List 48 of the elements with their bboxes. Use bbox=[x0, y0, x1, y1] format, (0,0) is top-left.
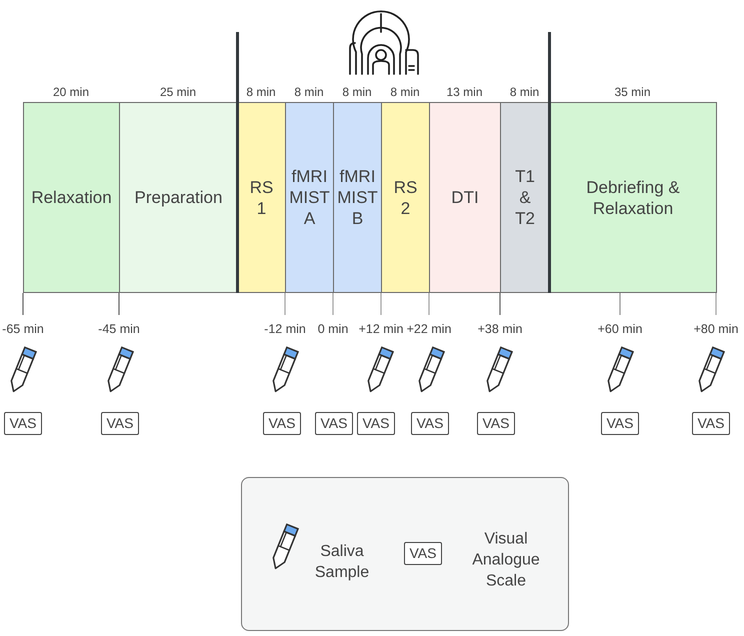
timeline-segment bbox=[237, 102, 286, 293]
vas-marker: VAS bbox=[404, 542, 442, 565]
time-label: +22 min bbox=[406, 322, 452, 337]
duration-label: 8 min bbox=[390, 85, 420, 99]
segment-label: RS 1 bbox=[248, 176, 274, 218]
vas-marker: VAS bbox=[315, 412, 353, 435]
duration-label: 8 min bbox=[246, 85, 276, 99]
segment-label: RS 2 bbox=[392, 176, 418, 218]
segment-label: Relaxation bbox=[31, 187, 112, 208]
legend-label: Visual Analogue Scale bbox=[471, 530, 541, 592]
segment-label: Debriefing & Relaxation bbox=[585, 176, 681, 218]
time-label: 0 min bbox=[318, 322, 348, 337]
timeline-segment bbox=[549, 102, 717, 293]
duration-label: 25 min bbox=[160, 85, 196, 99]
duration-label: 35 min bbox=[614, 85, 651, 99]
vas-marker: VAS bbox=[101, 412, 139, 435]
vas-marker: VAS bbox=[411, 412, 449, 435]
vas-marker: VAS bbox=[263, 412, 301, 435]
timeline-segment bbox=[285, 102, 334, 293]
segment-label: DTI bbox=[451, 187, 479, 208]
time-label: -12 min bbox=[264, 322, 306, 337]
vas-marker: VAS bbox=[477, 412, 515, 435]
timeline-segment bbox=[429, 102, 501, 293]
legend-label: Saliva Sample bbox=[314, 542, 370, 583]
vas-marker: VAS bbox=[4, 412, 42, 435]
segment-label: T1 & T2 bbox=[514, 166, 536, 229]
duration-label: 8 min bbox=[294, 85, 324, 99]
segment-label: fMRI MIST A bbox=[288, 166, 331, 229]
time-label: +80 min bbox=[694, 322, 738, 337]
segment-label: Preparation bbox=[134, 187, 222, 208]
timeline-segment bbox=[333, 102, 382, 293]
vas-marker: VAS bbox=[601, 412, 639, 435]
time-label: +60 min bbox=[598, 322, 642, 337]
time-label: -65 min bbox=[2, 322, 44, 337]
timeline-segment bbox=[381, 102, 430, 293]
duration-label: 20 min bbox=[52, 85, 90, 99]
timeline-segment bbox=[500, 102, 550, 293]
duration-label: 13 min bbox=[446, 85, 483, 99]
time-label: -45 min bbox=[98, 322, 140, 337]
time-label: +12 min bbox=[358, 322, 404, 337]
vas-marker: VAS bbox=[692, 412, 730, 435]
timeline-segment bbox=[119, 102, 238, 293]
segment-label: fMRI MIST B bbox=[336, 166, 379, 229]
timeline-segment bbox=[23, 102, 120, 293]
vas-marker: VAS bbox=[357, 412, 395, 435]
duration-label: 8 min bbox=[342, 85, 372, 99]
duration-label: 8 min bbox=[510, 85, 540, 99]
time-label: +38 min bbox=[478, 322, 522, 337]
